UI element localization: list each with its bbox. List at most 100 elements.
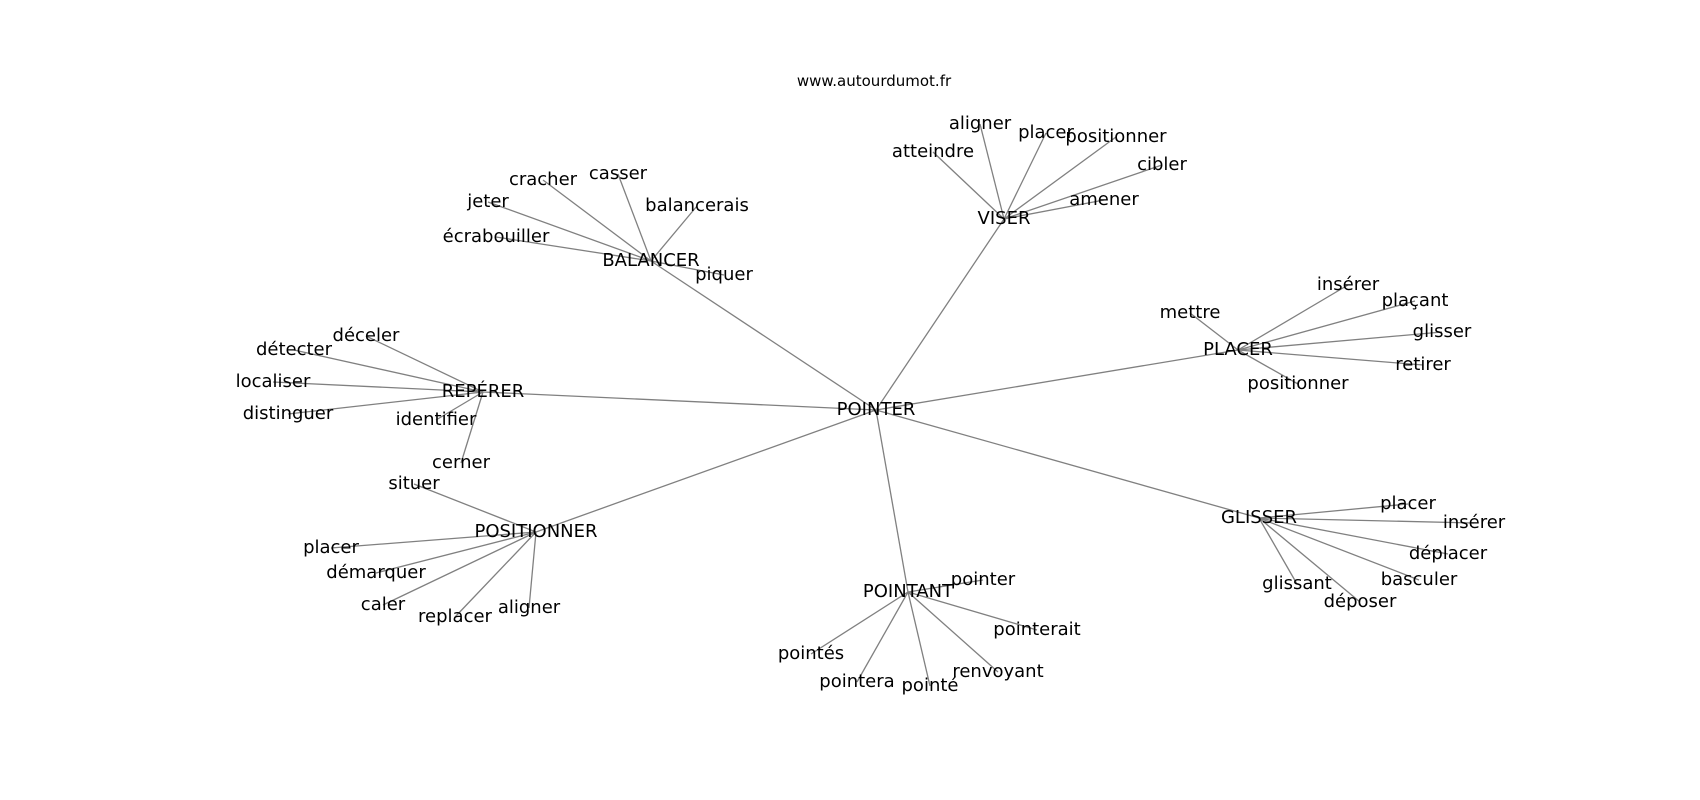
leaf-node-label: basculer [1381, 569, 1458, 590]
leaf-node-label: positionner [1065, 126, 1167, 147]
edge-hub-to-leaf [907, 591, 1038, 631]
leaf-node-label: placer [1018, 122, 1074, 143]
graph-edges [272, 123, 1475, 687]
hub-node-label: BALANCER [602, 250, 699, 271]
leaf-node-label: jeter [466, 191, 509, 212]
edge-hub-to-leaf [1237, 349, 1424, 366]
edge-root-to-hub [535, 409, 877, 533]
leaf-node-label: aligner [949, 113, 1012, 134]
leaf-node-label: pointera [819, 671, 894, 692]
leaf-node-label: aligner [498, 597, 561, 618]
leaf-node-label: écrabouiller [443, 226, 550, 247]
edge-hub-to-leaf [330, 531, 537, 549]
source-label: www.autourdumot.fr [796, 72, 952, 90]
leaf-node-label: démarquer [326, 562, 426, 583]
edge-root-to-hub [875, 409, 1260, 519]
edge-hub-to-leaf [1258, 503, 1409, 519]
edge-hub-to-leaf [1003, 132, 1047, 220]
edge-hub-to-leaf [413, 483, 537, 533]
leaf-node-label: localiser [236, 371, 311, 392]
leaf-node-label: insérer [1317, 274, 1380, 295]
edge-hub-to-leaf [650, 205, 698, 262]
edge-hub-to-leaf [454, 531, 537, 618]
leaf-node-label: situer [388, 473, 440, 494]
edge-hub-to-leaf [1003, 199, 1105, 220]
hub-node-label: VISER [978, 208, 1031, 229]
leaf-node-label: distinguer [243, 403, 334, 424]
leaf-node-label: détecter [256, 339, 333, 360]
edge-hub-to-leaf [1258, 517, 1298, 585]
edge-root-to-hub [875, 409, 909, 593]
leaf-node-label: pointer [951, 569, 1016, 590]
edge-hub-to-leaf [1237, 284, 1349, 351]
leaf-node-label: déceler [333, 325, 401, 346]
edge-root-to-hub [482, 391, 877, 411]
edge-hub-to-leaf [287, 391, 484, 415]
edge-hub-to-leaf [1237, 349, 1299, 385]
leaf-node-label: plaçant [1382, 290, 1449, 311]
edge-hub-to-leaf [1189, 312, 1239, 351]
leaf-node-label: caler [361, 594, 406, 615]
leaf-node-label: mettre [1160, 302, 1221, 323]
leaf-node-label: amener [1069, 189, 1139, 210]
edge-hub-to-leaf [1003, 164, 1163, 220]
hub-node-label: GLISSER [1221, 507, 1297, 528]
edge-hub-to-leaf [617, 173, 652, 262]
hub-node-label: POINTANT [863, 581, 954, 602]
leaf-node-label: cracher [509, 169, 578, 190]
leaf-node-label: identifier [396, 409, 477, 430]
edge-hub-to-leaf [907, 579, 984, 593]
edge-hub-to-leaf [856, 591, 909, 683]
edge-hub-to-leaf [907, 591, 999, 673]
leaf-node-label: replacer [418, 606, 493, 627]
edge-hub-to-leaf [1237, 331, 1443, 351]
leaf-node-label: balancerais [645, 195, 749, 216]
edge-hub-to-leaf [1237, 300, 1416, 351]
edge-hub-to-leaf [375, 531, 537, 574]
edge-root-to-hub [875, 349, 1239, 411]
leaf-node-label: placer [303, 537, 359, 558]
edge-hub-to-leaf [293, 349, 484, 393]
edge-hub-to-leaf [1258, 517, 1420, 581]
edge-hub-to-leaf [487, 201, 652, 262]
leaf-node-label: placer [1380, 493, 1436, 514]
edge-hub-to-leaf [1258, 517, 1361, 603]
leaf-node-label: retirer [1395, 354, 1451, 375]
leaf-node-label: renvoyant [952, 661, 1043, 682]
edge-root-to-hub [650, 260, 877, 411]
edge-hub-to-leaf [542, 179, 652, 262]
leaf-node-label: cerner [432, 452, 491, 473]
leaf-node-label: atteindre [892, 141, 974, 162]
leaf-node-label: pointé [902, 675, 959, 696]
edge-hub-to-leaf [1258, 517, 1475, 524]
leaf-node-label: positionner [1247, 373, 1349, 394]
leaf-node-label: déposer [1324, 591, 1397, 612]
leaf-node-label: pointés [778, 643, 844, 664]
leaf-node-label: glissant [1262, 573, 1332, 594]
edge-hub-to-leaf [460, 391, 484, 464]
leaf-node-label: cibler [1137, 154, 1187, 175]
edge-hub-to-leaf [650, 260, 725, 276]
edge-hub-to-leaf [1003, 136, 1117, 220]
edge-hub-to-leaf [1258, 517, 1449, 555]
edge-hub-to-leaf [932, 151, 1005, 220]
edge-hub-to-leaf [907, 591, 931, 687]
edge-hub-to-leaf [365, 335, 484, 393]
hub-node-label: PLACER [1203, 339, 1273, 360]
leaf-node-label: déplacer [1409, 543, 1488, 564]
leaf-node-label: insérer [1443, 512, 1506, 533]
edge-hub-to-leaf [979, 123, 1005, 220]
edge-hub-to-leaf [435, 391, 484, 421]
edge-root-to-hub [875, 218, 1005, 411]
leaf-node-label: pointerait [993, 619, 1080, 640]
edge-hub-to-leaf [382, 531, 537, 606]
leaf-node-label: casser [589, 163, 648, 184]
hub-node-label: REPÉRER [442, 380, 525, 402]
edge-hub-to-leaf [810, 591, 909, 655]
edge-hub-to-leaf [495, 236, 652, 262]
edge-hub-to-leaf [272, 381, 484, 393]
leaf-node-label: glisser [1413, 321, 1472, 342]
hub-node-label: POSITIONNER [474, 521, 597, 542]
